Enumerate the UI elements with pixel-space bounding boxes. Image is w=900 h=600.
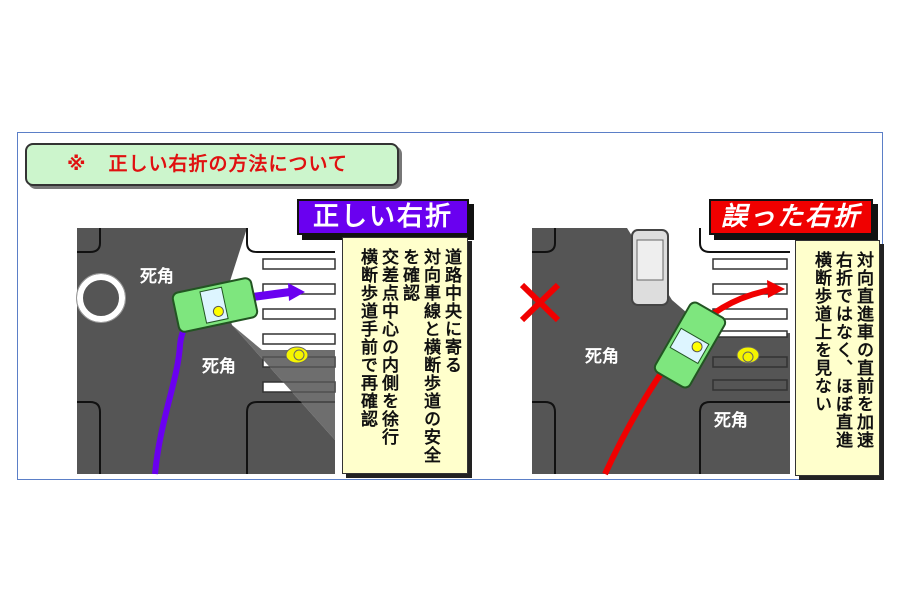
title-text: 正しい右折の方法について <box>108 153 348 175</box>
correct-intersection <box>76 228 336 475</box>
reference-mark: ※ <box>67 153 87 175</box>
car-icon <box>171 277 259 333</box>
wrong-turn-notes: 対向直進車の直前を加速 右折ではなく、ほぼ直進 横断歩道上を見ない <box>795 240 880 476</box>
pedestrian-icon <box>285 346 309 364</box>
blind-spot-label: 死角 <box>202 357 236 377</box>
diagram-frame <box>17 132 883 480</box>
note-line: 道路中央に寄る <box>441 248 461 374</box>
correct-turn-label: 正しい右折 <box>297 199 469 235</box>
note-line: 対向車線と横断歩道の安全 <box>420 248 440 464</box>
section-title: ※ 正しい右折の方法について <box>25 143 399 186</box>
oncoming-car-icon <box>631 229 669 306</box>
curbs <box>532 228 790 474</box>
curbs <box>77 228 335 474</box>
blind-spot-label: 死角 <box>140 267 174 287</box>
note-line: 右折ではなく、ほぼ直進 <box>832 251 852 449</box>
note-line: 交差点中心の内側を徐行 <box>378 248 398 446</box>
blind-spot-label: 死角 <box>585 347 619 367</box>
mirror-icon <box>77 274 125 322</box>
car-icon <box>653 301 727 389</box>
correct-turn-notes: 道路中央に寄る 対向車線と横断歩道の安全 を確認 交差点中心の内側を徐行 横断歩… <box>342 237 468 474</box>
arrow-head <box>288 283 305 301</box>
note-line: 対向直進車の直前を加速 <box>853 251 873 449</box>
arrow-head <box>767 280 785 298</box>
note-line: 横断歩道上を見ない <box>811 251 831 413</box>
wrong-intersection <box>519 228 790 476</box>
pedestrian-icon <box>736 346 760 364</box>
blind-spot-label: 死角 <box>714 411 748 431</box>
cross-icon <box>519 282 561 323</box>
note-line: を確認 <box>399 248 419 302</box>
wrong-turn-label: 誤った右折 <box>709 199 873 235</box>
note-line: 横断歩道手前で再確認 <box>357 248 377 428</box>
